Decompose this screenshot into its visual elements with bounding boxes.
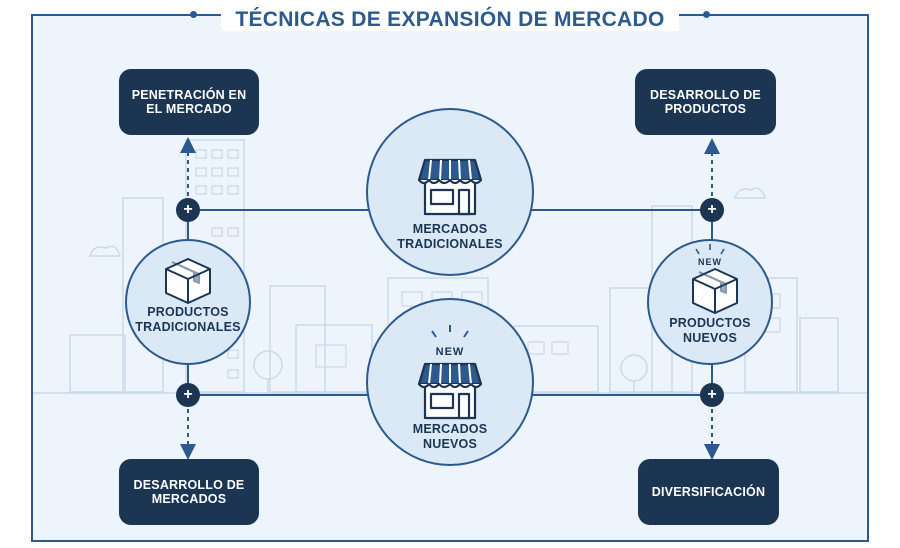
title-dot-left <box>190 11 197 18</box>
dashed-arrows <box>180 137 720 460</box>
label-productos-tradicionales: PRODUCTOS TRADICIONALES <box>135 305 241 334</box>
sparkle-icon-right <box>695 244 725 255</box>
plus-sign-top-left: + <box>183 201 193 218</box>
label-mercados-tradicionales: MERCADOS TRADICIONALES <box>397 222 503 251</box>
plus-sign-top-right: + <box>707 201 717 218</box>
sparkle-icon <box>431 325 469 338</box>
plus-sign-bottom-left: + <box>183 386 193 403</box>
new-shop-icon <box>417 362 483 420</box>
plus-badges <box>176 198 724 407</box>
new-package-icon <box>692 268 738 314</box>
plus-sign-bottom-right: + <box>707 386 717 403</box>
box-desarrollo-mercados: DESARROLLO DE MERCADOS <box>119 459 259 525</box>
label-mercados-nuevos: MERCADOS NUEVOS <box>412 422 488 451</box>
title-dot-right <box>703 11 710 18</box>
box-penetracion-mercado: PENETRACIÓN EN EL MERCADO <box>119 69 259 135</box>
package-icon <box>165 258 211 304</box>
label-productos-nuevos: PRODUCTOS NUEVOS <box>669 316 751 345</box>
page-title: TÉCNICAS DE EXPANSIÓN DE MERCADO <box>0 3 900 31</box>
new-tag-right: NEW <box>698 257 722 267</box>
shop-icon <box>417 158 483 216</box>
box-diversificacion: DIVERSIFICACIÓN <box>638 459 779 525</box>
new-tag-center: NEW <box>435 346 465 358</box>
box-desarrollo-productos: DESARROLLO DE PRODUCTOS <box>635 69 776 135</box>
